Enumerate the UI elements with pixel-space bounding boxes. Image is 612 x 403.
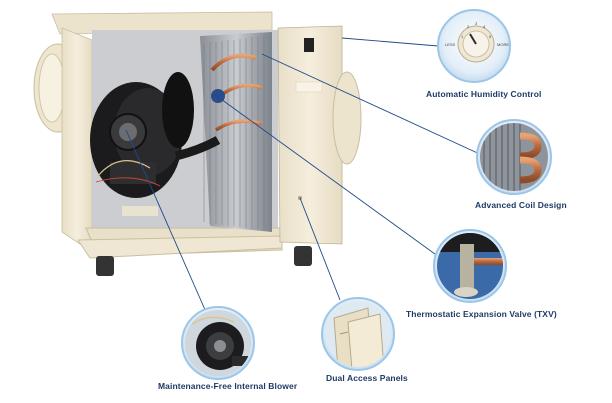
leader-panels <box>299 197 341 301</box>
front-rail <box>77 235 283 259</box>
left-duct-opening <box>38 53 66 123</box>
right-duct-collar <box>332 71 362 165</box>
dial-mark-3: 3 <box>475 21 478 26</box>
label-advanced-coil-design: Advanced Coil Design <box>475 200 567 210</box>
dial-mark-4: 4 <box>483 24 486 29</box>
humidity-dial-icon: LESS MORE 1 2 3 4 5 <box>437 9 511 83</box>
cabinet-left-side <box>61 27 93 253</box>
leader-humidity <box>341 37 439 47</box>
front-panel <box>277 25 343 245</box>
dial-more-text: MORE <box>497 42 509 47</box>
txv-closeup-icon <box>433 229 507 303</box>
power-switch <box>304 38 314 52</box>
dial-mark-2: 2 <box>467 24 470 29</box>
label-internal-blower: Maintenance-Free Internal Blower <box>158 381 298 391</box>
label-dual-access-panels: Dual Access Panels <box>326 373 408 383</box>
dehumidifier-unit <box>33 11 362 276</box>
coil-closeup-icon <box>476 119 552 195</box>
leader-blower <box>125 129 207 313</box>
leader-coil <box>261 53 485 157</box>
dial-mark-5: 5 <box>489 34 492 39</box>
blower-closeup-icon <box>181 306 255 380</box>
dial-mark-1: 1 <box>461 34 464 39</box>
unit-feet <box>96 246 312 276</box>
leader-txv <box>213 93 447 263</box>
dial-less-text: LESS <box>445 42 456 47</box>
label-automatic-humidity-control: Automatic Humidity Control <box>426 89 542 99</box>
blower-assembly <box>90 72 194 198</box>
access-panel-closeup-icon <box>321 297 395 371</box>
label-thermostatic-expansion-valve: Thermostatic Expansion Valve (TXV) <box>406 309 557 319</box>
evaporator-coil <box>122 32 272 232</box>
panel-label-sticker <box>295 81 323 93</box>
